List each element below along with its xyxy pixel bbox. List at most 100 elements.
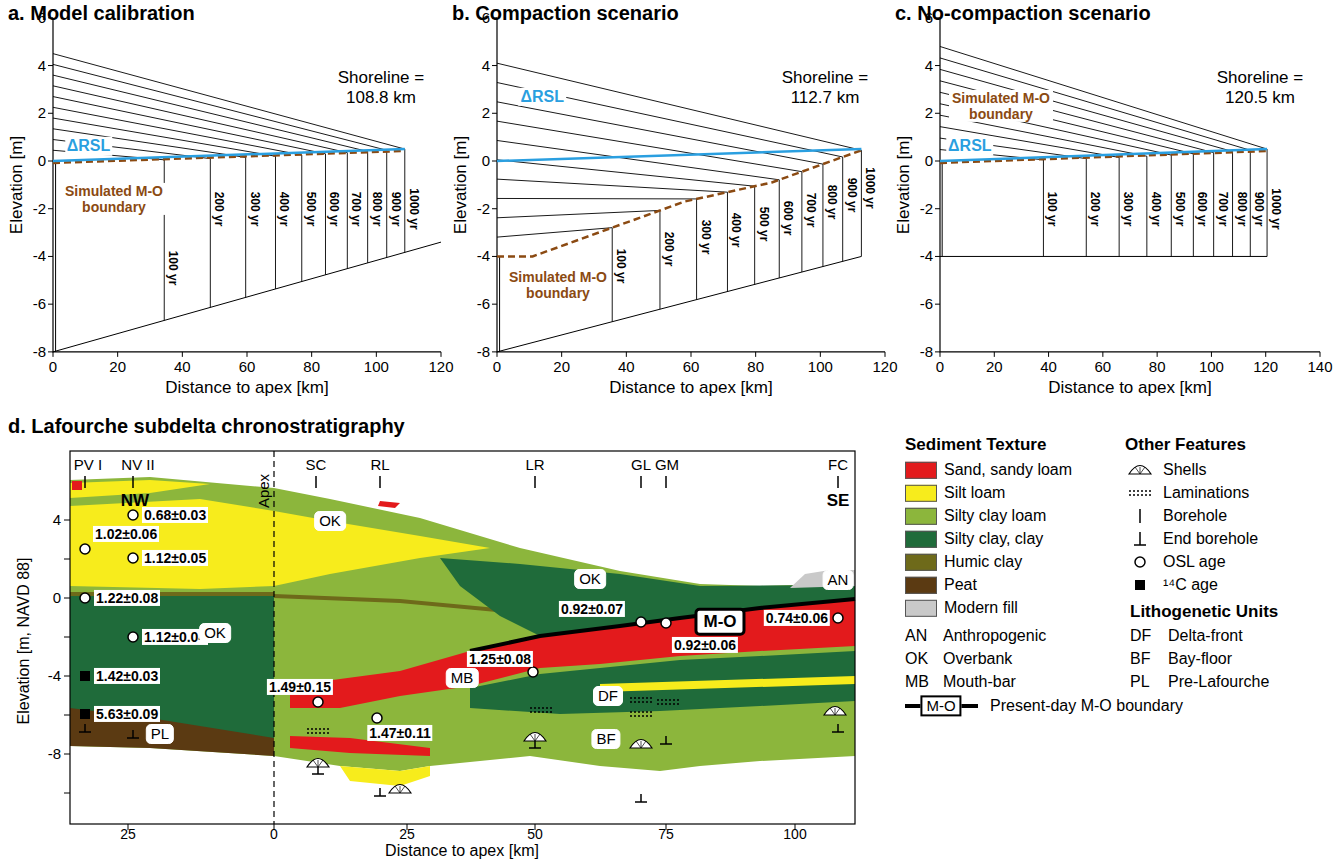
tick-label: 0 [270,826,278,842]
time-front [245,157,246,297]
unit-label: PL [151,725,169,742]
age-label: 1.42±0.03 [94,668,160,684]
legend-art [905,466,1151,707]
lamination-symbol [657,699,679,700]
unit-label: DF [598,687,618,704]
borehole-end [84,724,86,732]
axis-tick [561,352,562,357]
sediment-layer [290,599,855,708]
legend-text: Silty clay, clay [944,530,1043,548]
axis-tick [48,256,53,257]
shell-symbol [824,707,846,716]
tick-label: 140 [1307,358,1332,375]
tick-label: 4 [38,57,46,74]
axis-tick [691,352,692,357]
legend-entry: Peat [905,576,977,594]
tick-label: 80 [747,358,764,375]
time-front [386,150,387,257]
time-front [801,172,802,272]
osl-marker [128,632,138,642]
tick-label: -4 [477,248,490,265]
c14-marker [80,709,90,719]
shell-symbol [524,733,546,742]
lamination-symbol [1129,490,1151,491]
axis-tick [64,754,70,755]
axis-title: Elevation [m] [7,136,27,234]
axis-tick [1157,352,1158,357]
shoreline-note: Shoreline = 120.5 km [1204,68,1316,107]
time-label: 300 yr [1120,191,1134,226]
axis-tick [935,161,940,162]
legend-entry: End borehole [1163,530,1258,548]
axis-tick [1320,352,1321,357]
unit-label: MB [451,669,474,686]
tick-label: 50 [527,826,543,842]
age-label: 1.02±0.06 [93,526,159,542]
legend-entry: Modern fill [905,599,1018,617]
basement-line [497,256,861,351]
time-label: 300 yr [247,191,261,226]
time-label: 800 yr [1234,191,1248,226]
basement-line [53,242,441,352]
shoreline-note: Shoreline = 112.7 km [769,68,881,107]
unit-label: OK [579,570,601,587]
lamination-symbol [530,711,552,712]
age-label: 1.12±0.05 [142,550,208,566]
tick-label: 2 [38,105,46,122]
tick-label: -4 [48,667,61,684]
time-label: 500 yr [756,207,770,242]
borehole-name: NV II [121,456,154,473]
time-front [1119,157,1120,256]
legend-swatch [905,553,937,570]
shell-symbol [389,785,411,794]
sediment-layer [378,501,400,508]
unit-abbreviation: BF [1130,650,1150,668]
tick-label: 100 [783,826,806,842]
legend-entry: Silty clay loam [905,507,1046,525]
tick-label: 0 [53,589,61,606]
borehole-mark [640,476,642,488]
legend-text: Borehole [1163,507,1227,525]
time-surface [497,210,660,217]
borehole-name: LR [525,456,544,473]
time-surface [940,46,1267,149]
unit-label-box: M-O [694,608,745,636]
lamination-symbol [530,707,552,708]
time-front [1232,151,1233,256]
axis-tick [48,65,53,66]
unit-abbreviation: OK [905,650,928,668]
tick-label: 4 [482,57,490,74]
time-label: 700 yr [803,192,817,227]
time-label: 200 yr [661,231,675,266]
time-label: 600 yr [1194,191,1208,226]
time-surface [497,121,802,172]
unit-label-box: OK [574,569,606,589]
axis-tick [48,304,53,305]
tick-label: -6 [920,296,933,313]
shell-rib [530,734,535,741]
tick-label: 80 [1149,358,1166,375]
legend-heading: Lithogenetic Units [1130,602,1278,622]
shell-symbol [1129,466,1151,475]
model-panel [935,18,1320,357]
time-label: 500 yr [303,191,317,226]
borehole-mark [315,476,317,488]
axis-tick [885,352,886,357]
time-front [1193,154,1194,257]
time-front [275,156,276,289]
time-front [1086,159,1087,257]
axis-tick [311,352,312,357]
borehole-mark [665,476,667,488]
axis-title: Elevation [m, NAVD 88] [15,558,33,725]
apex-label: Apex [255,474,272,508]
time-front [404,149,405,252]
osl-marker [661,618,671,628]
tick-label: 4 [53,511,61,528]
borehole-mark [132,476,134,488]
time-front [779,180,780,278]
unit-label-box: BF [591,729,620,749]
time-front [842,157,843,261]
tick-label: 2 [482,105,490,122]
shell-rib [641,741,646,748]
borehole-name: PV I [74,456,102,473]
